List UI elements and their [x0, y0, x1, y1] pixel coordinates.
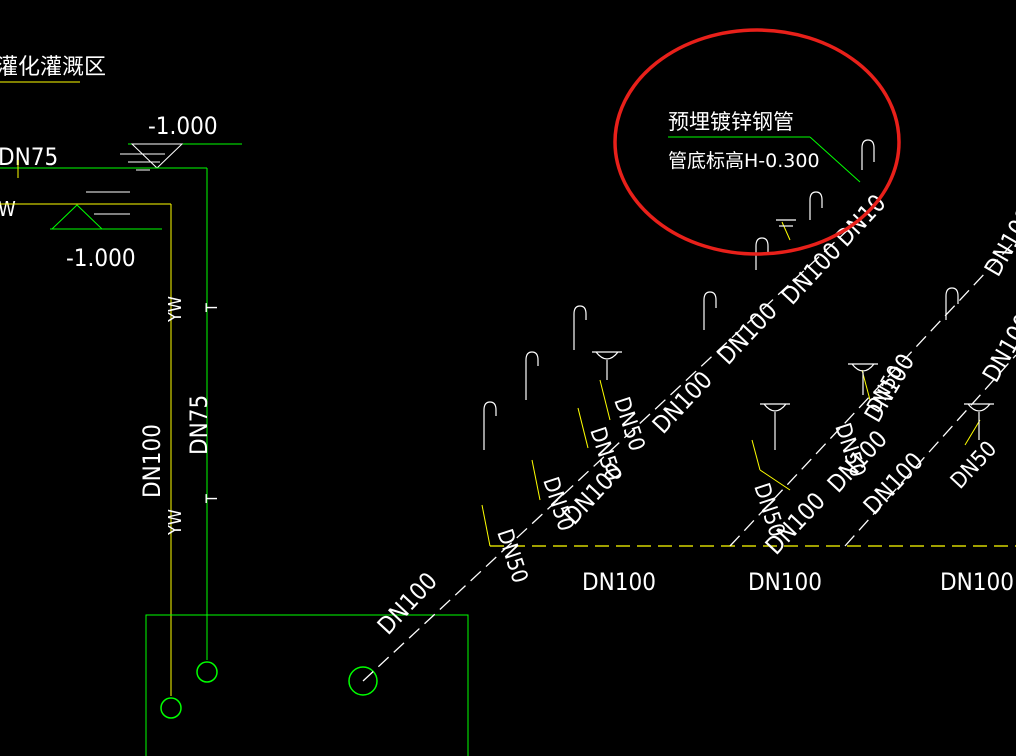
pipe-callout: 预埋镀锌钢管 管底标高H-0.300	[668, 110, 861, 183]
t-upper-label: T	[202, 303, 221, 313]
riser-circle-yw	[160, 697, 182, 719]
dn50-label-g: DN50	[946, 437, 1002, 494]
third-diagonal-pipe	[844, 354, 1016, 547]
dn100-diag-label-d: DN100	[712, 297, 783, 370]
riser-circle-main	[348, 666, 378, 696]
dn100-horiz-label-2: DN100	[748, 568, 822, 596]
elevation-bottom-label: -1.000	[66, 244, 136, 272]
dn100-diag-label-e: DN100	[776, 237, 847, 310]
elevation-marker-bottom: -1.000	[50, 191, 162, 272]
dn100-right-label-b: DN100	[979, 203, 1016, 281]
callout-line-2: 管底标高H-0.300	[668, 150, 820, 172]
elevation-marker-top: -1.000	[120, 112, 242, 171]
dn100-diag-label-a: DN100	[372, 567, 443, 640]
t-lower-label: T	[202, 494, 221, 504]
building-outline	[145, 614, 469, 756]
elevation-top-label: -1.000	[148, 112, 218, 140]
dn50-label-a: DN50	[491, 526, 532, 586]
riser-circle-dn75	[196, 661, 218, 683]
dn100-vertical-label: DN100	[138, 424, 166, 498]
highlight-circle	[613, 28, 901, 256]
floor-drains	[592, 219, 994, 450]
drain-hooks	[483, 139, 959, 450]
yw-lower-label: YW	[165, 509, 186, 536]
dn75-left-label: DN75	[0, 143, 58, 171]
area-title: 灌化灌溉区	[0, 55, 106, 80]
dn100-horiz-label-3: DN100	[940, 568, 1014, 596]
second-diagonal-pipe	[729, 239, 1016, 547]
yw-upper-label: YW	[165, 296, 186, 323]
w-left-label: W	[0, 197, 16, 221]
dn100-diag-label-c: DN100	[647, 366, 718, 439]
dn75-vertical-label: DN75	[185, 395, 213, 455]
dn100-right-label-a: DN100	[977, 309, 1016, 387]
callout-line-1: 预埋镀锌钢管	[668, 110, 794, 134]
dn100-horiz-label-1: DN100	[582, 568, 656, 596]
main-diagonal-pipe	[362, 199, 881, 682]
dn100-mid-label-d: DN100	[859, 349, 920, 427]
branch-stubs	[481, 221, 981, 547]
